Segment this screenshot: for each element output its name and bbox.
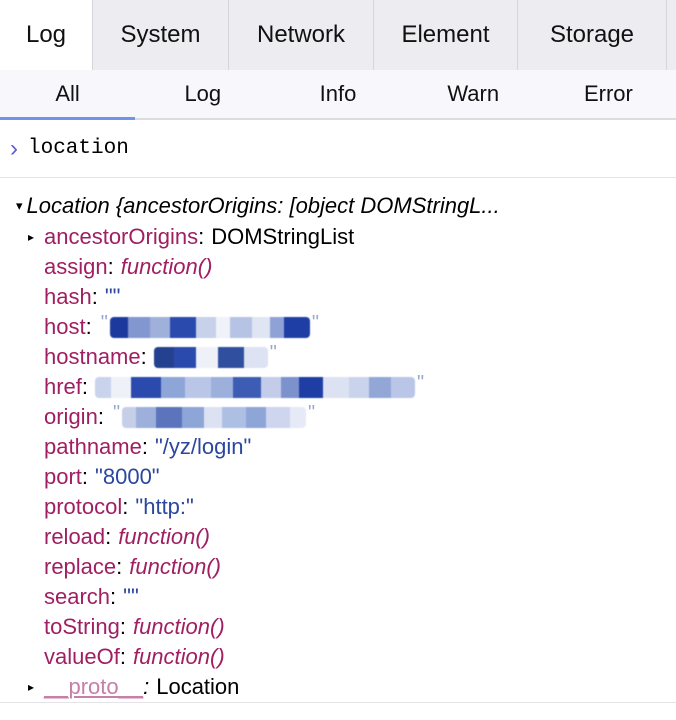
property-row-search: search:""	[0, 582, 676, 612]
property-value: function()	[132, 614, 225, 639]
property-key: origin	[44, 404, 98, 429]
property-value: "http:"	[135, 494, 194, 519]
property-value: ""	[123, 584, 139, 609]
property-row-host: host: " "	[0, 312, 676, 342]
top-tab-storage[interactable]: Storage	[517, 0, 666, 70]
property-key: protocol	[44, 494, 123, 519]
redacted-quote-mark: "	[100, 311, 108, 334]
redacted-quote-mark: "	[417, 371, 425, 394]
filter-tab-log[interactable]: Log	[184, 81, 222, 106]
property-value: "8000"	[95, 464, 160, 489]
property-key: toString	[44, 614, 120, 639]
property-key: port	[44, 464, 82, 489]
property-key: reload	[44, 524, 106, 549]
key-value-separator: :	[85, 314, 92, 339]
property-row-replace: replace:function()	[0, 552, 676, 582]
property-value: function()	[132, 644, 225, 669]
top-tab-element[interactable]: Element	[373, 0, 517, 70]
property-value: "/yz/login"	[154, 434, 252, 459]
property-key: href	[44, 374, 82, 399]
command-text: location	[28, 137, 129, 160]
property-row-origin: origin: " "	[0, 402, 676, 432]
property-row-hash: hash:""	[0, 282, 676, 312]
key-value-separator: :	[116, 554, 123, 579]
key-value-separator: :	[122, 494, 129, 519]
property-key: hostname	[44, 344, 141, 369]
property-value: function()	[120, 254, 213, 279]
collapsed-triangle-icon[interactable]: ▸	[28, 680, 35, 694]
prompt-chevron-icon: ›	[10, 134, 18, 162]
property-value: ""	[104, 284, 121, 309]
redacted-value-block	[122, 406, 307, 428]
redacted-value-block	[153, 346, 268, 368]
property-row-ancestorOrigins[interactable]: ▸ ancestorOrigins:DOMStringList	[0, 222, 676, 252]
property-value: Location	[156, 674, 240, 699]
redacted-quote-mark: "	[311, 311, 319, 334]
property-row-proto[interactable]: ▸ __proto__:Location	[0, 672, 676, 702]
property-key: __proto__	[44, 674, 144, 699]
filter-tab-all[interactable]: All	[0, 70, 136, 120]
property-value: DOMStringList	[211, 224, 355, 249]
key-value-separator: :	[140, 344, 147, 369]
expanded-triangle-icon[interactable]: ▾	[16, 198, 23, 213]
property-key: ancestorOrigins	[44, 224, 199, 249]
collapsed-triangle-icon[interactable]: ▸	[28, 230, 35, 244]
top-tab-partial	[666, 0, 676, 70]
property-row-pathname: pathname:"/yz/login"	[0, 432, 676, 462]
key-value-separator: :	[119, 614, 126, 639]
object-summary-text: Location {ancestorOrigins: [object DOMSt…	[26, 193, 500, 218]
property-row-valueOf: valueOf:function()	[0, 642, 676, 672]
property-key: assign	[44, 254, 108, 279]
redacted-quote-mark: "	[112, 401, 121, 424]
property-key: search	[44, 584, 111, 609]
filter-tab-info[interactable]: Info	[319, 81, 357, 106]
key-value-separator: :	[81, 464, 89, 489]
key-value-separator: :	[105, 524, 112, 549]
redacted-value-block	[95, 376, 416, 398]
property-value: function()	[129, 554, 221, 579]
property-row-protocol: protocol:"http:"	[0, 492, 676, 522]
top-tab-network[interactable]: Network	[228, 0, 373, 70]
object-summary-row[interactable]: ▾ Location {ancestorOrigins: [object DOM…	[0, 190, 676, 222]
log-output-area: ▾ Location {ancestorOrigins: [object DOM…	[0, 178, 676, 703]
log-filter-tab-bar: All Log Info Warn Error	[0, 70, 676, 120]
key-value-separator: :	[143, 674, 150, 699]
property-row-reload: reload:function()	[0, 522, 676, 552]
property-key: pathname	[44, 434, 142, 459]
key-value-separator: :	[141, 434, 148, 459]
top-tab-log[interactable]: Log	[0, 0, 92, 70]
property-key: hash	[44, 284, 92, 309]
property-row-assign: assign:function()	[0, 252, 676, 282]
redacted-quote-mark: "	[308, 401, 316, 424]
property-row-port: port:"8000"	[0, 462, 676, 492]
key-value-separator: :	[110, 584, 117, 609]
redacted-value-block	[109, 316, 310, 338]
property-row-href: href: "	[0, 372, 676, 402]
property-value: function()	[118, 524, 210, 549]
key-value-separator: :	[107, 254, 114, 279]
property-key: replace	[44, 554, 117, 579]
filter-tab-warn[interactable]: Warn	[447, 81, 500, 106]
property-key: host	[44, 314, 86, 339]
key-value-separator: :	[119, 644, 126, 669]
property-row-toString: toString:function()	[0, 612, 676, 642]
bottom-spacer	[0, 703, 676, 711]
top-tab-system[interactable]: System	[92, 0, 228, 70]
property-key: valueOf	[44, 644, 120, 669]
console-command-echo[interactable]: › location	[0, 120, 676, 178]
key-value-separator: :	[198, 224, 205, 249]
filter-tab-error[interactable]: Error	[583, 81, 633, 106]
property-row-hostname: hostname: "	[0, 342, 676, 372]
key-value-separator: :	[81, 374, 89, 399]
key-value-separator: :	[91, 284, 98, 309]
key-value-separator: :	[97, 404, 104, 429]
redacted-quote-mark: "	[269, 341, 277, 364]
